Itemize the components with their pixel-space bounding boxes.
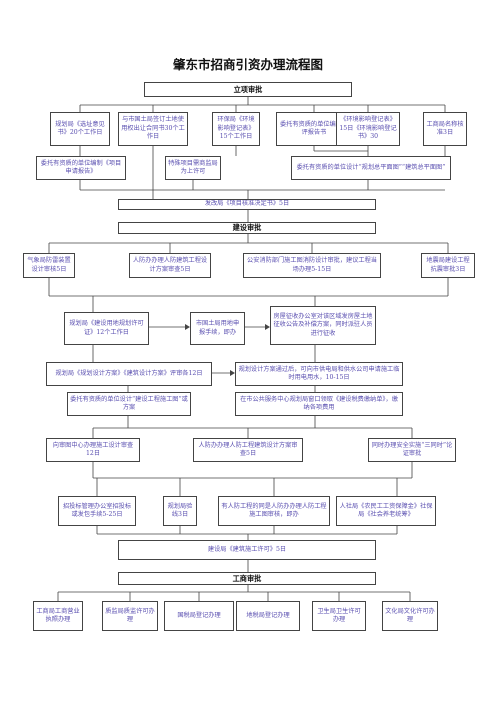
node-special-permit: 特殊项目需商监局为上许可 [165, 156, 221, 180]
node-safety-three-simultaneous: 同时办理安全实施“三同时”论证审批 [368, 438, 456, 462]
node-local-tax: 地税局登记办理 [236, 601, 300, 631]
node-site-opinion: 规划局《选址意见书》20个工作日 [50, 112, 110, 146]
node-general-plan-design: 委托有资质的单位设计“规划总平面图”“建筑总平面图” [291, 156, 451, 180]
node-construction-drawings: 委托有资质的单位设计“建设工程施工图”或方案 [67, 392, 191, 416]
node-plan-design-review: 规划局《规划设计方案》《建筑设计方案》评审各12日 [46, 362, 212, 386]
node-temp-utilities: 规划设计方案通过后，可向市供电局和供水公司申请施工临时用电用水，10-15日 [235, 362, 403, 386]
node-land-contract: 与市国土局签订土地使用权出让合同书30个工作日 [118, 112, 188, 146]
node-housing-expropriation: 房屋征收办公室对该区域发房屋土地征收公告及补偿方案，同时派驻人员进行征收 [270, 306, 376, 345]
stage-approval: 立项审批 [144, 82, 352, 97]
node-quality-permit: 质监局质监许可办理 [102, 601, 158, 631]
node-drc-approval: 发改局《项目核准决定书》5日 [118, 199, 376, 210]
node-culture-permit: 文化局文化许可办理 [382, 601, 438, 631]
stage-construction: 建设审批 [118, 222, 376, 234]
node-civil-defense-review: 人防办办理人防工程建筑设计方案审查5日 [193, 438, 303, 462]
node-bidding: 招投标管理办公室招投标或发包手续5-25日 [58, 496, 136, 526]
node-env-register-days: 《环境影响登记表》15日《环境影响登记书》30 [336, 112, 400, 146]
node-fire-design-review: 公安消防部门施工图消防设计审批，建议工程当场办理5-15日 [243, 253, 381, 278]
node-project-report: 委托有资质的单位编制《项目申请报告》 [36, 156, 126, 180]
node-land-planning-permit: 规划局《建设用地规划许可证》12个工作日 [64, 312, 149, 345]
node-tax-fees: 在市公共服务中心规划局窗口领取《建设税费缴纳单》，缴纳各项费用 [235, 392, 403, 416]
node-env-registration: 环保局《环境影响登记表》15个工作日 [212, 112, 260, 146]
node-land-registration: 市国土局用地申报手续，即办 [190, 312, 245, 345]
node-civil-defense-design: 人防办办理人防建筑工程设计方案审查5日 [129, 253, 211, 278]
node-wage-security: 人社局《农民工工资保障金》社保局《社会养老统筹》 [336, 496, 436, 526]
node-lightning-review: 气象局防雷装置设计审核5日 [23, 253, 75, 278]
node-national-tax: 国税局登记办理 [164, 601, 234, 631]
node-construction-permit: 建设局《建筑施工许可》5日 [118, 540, 376, 560]
node-line-check: 规划局验线3日 [163, 496, 197, 526]
node-civil-defense-drawings: 有人防工程的同是人防办办理人防工程施工图审核，即办 [218, 496, 330, 526]
node-business-license: 工商局工商营业执照办理 [33, 601, 83, 631]
node-health-permit: 卫生局卫生许可办理 [312, 601, 366, 631]
page-title: 肇东市招商引资办理流程图 [172, 57, 323, 72]
node-drawing-review: 向审图中心办理施工设计审查12日 [46, 438, 140, 462]
node-seismic-review: 地震局建设工程抗震审批3日 [421, 253, 475, 278]
node-business-name: 工商局名称核准3日 [423, 112, 467, 146]
stage-business: 工商审批 [118, 572, 376, 585]
